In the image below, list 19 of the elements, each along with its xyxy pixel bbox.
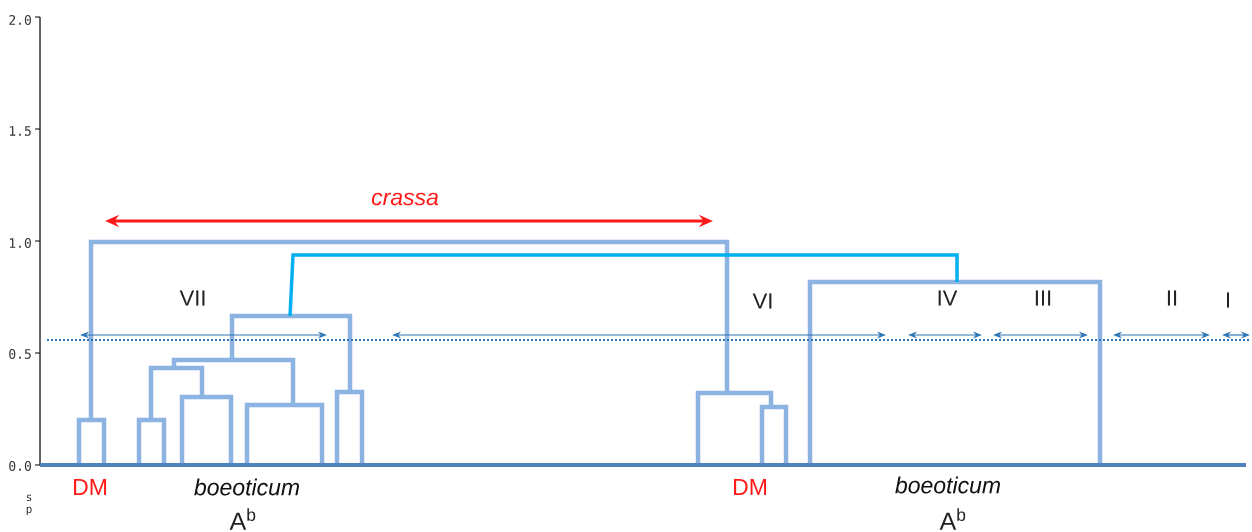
axis-note: s p [26, 494, 32, 516]
cluster-label: IV [938, 290, 958, 306]
species-label: boeoticum [194, 478, 299, 496]
tick-label: 0.0 [9, 461, 31, 471]
group-label: DM [74, 479, 106, 495]
species-label: boeoticum [895, 476, 1000, 494]
cluster-label: I [1226, 292, 1229, 308]
range-label: crassa [371, 192, 439, 206]
cluster-label: VII [179, 290, 205, 306]
group-label: DM [734, 479, 766, 495]
cluster-label: VI [752, 293, 772, 309]
cluster-label: II [1167, 290, 1177, 306]
genome-label: A$^{b}$ [939, 508, 966, 530]
tick-label: 0.5 [9, 349, 31, 359]
tick-label: 1.0 [9, 238, 31, 248]
tick-label: 1.5 [9, 126, 31, 136]
cluster-label: III [1035, 290, 1051, 306]
genome-label: A$^{b}$ [229, 508, 256, 530]
tick-label: 2.0 [9, 15, 31, 25]
